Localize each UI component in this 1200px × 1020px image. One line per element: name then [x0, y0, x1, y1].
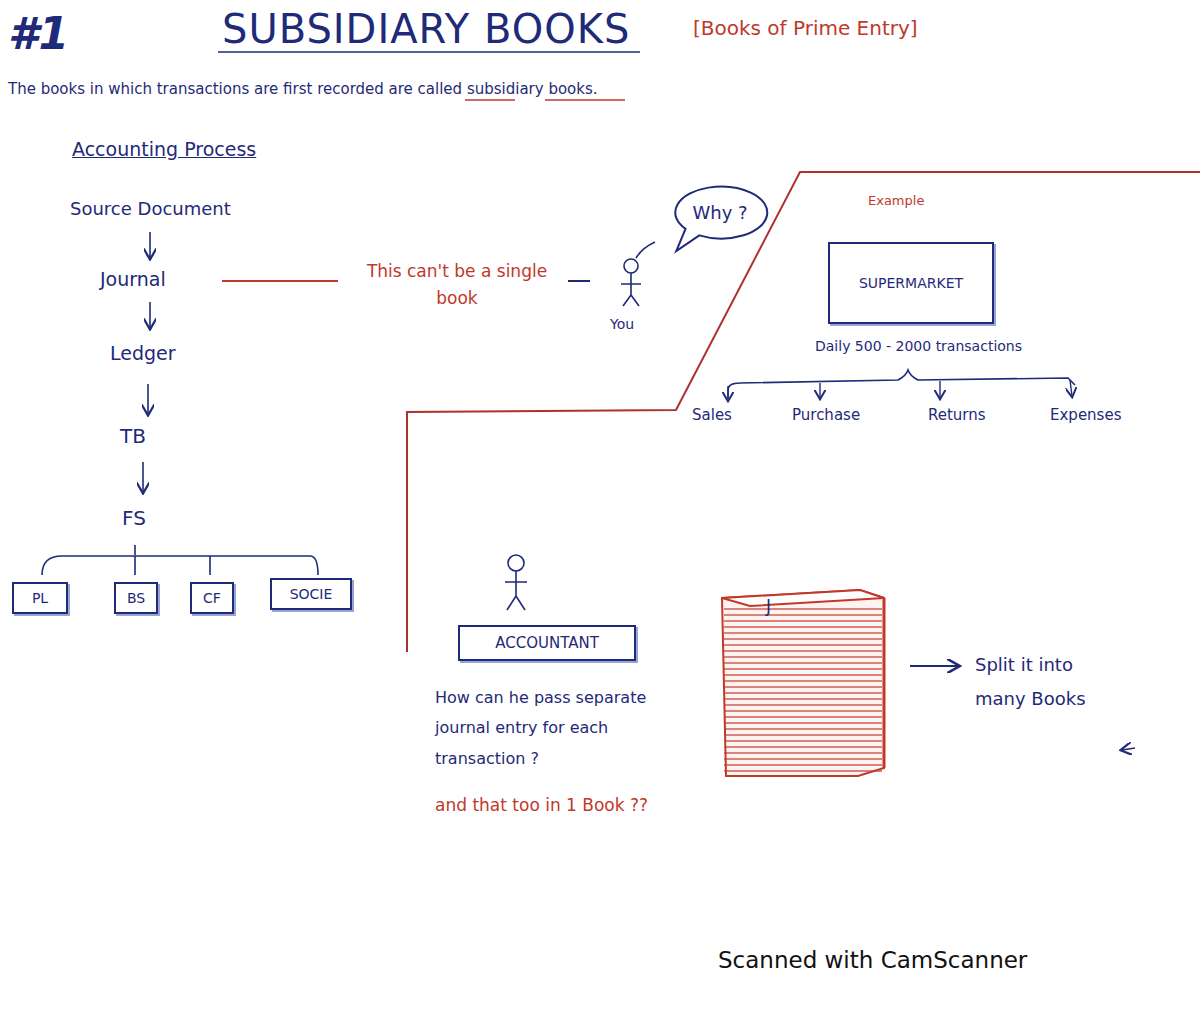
label: TB [120, 424, 146, 449]
label: How can he pass separate journal entry f… [435, 683, 700, 774]
label: Returns [928, 406, 986, 425]
label: Purchase [792, 406, 860, 425]
label-box: PL [12, 582, 68, 614]
label-box: SUPERMARKET [828, 242, 994, 324]
label: Expenses [1050, 406, 1121, 425]
label: Journal [100, 268, 166, 292]
label-box: BS [114, 582, 158, 614]
label: You [610, 316, 634, 334]
label: Example [868, 193, 924, 209]
node-text: BS [127, 590, 145, 606]
node-text: Why ? [692, 202, 747, 223]
label: and that too in 1 Book ?? [435, 795, 648, 816]
label: The books in which transactions are firs… [8, 80, 598, 99]
label: Source Document [70, 198, 231, 221]
node-text: PL [32, 590, 48, 606]
label-box: SOCIE [270, 578, 352, 610]
label: Ledger [110, 342, 176, 366]
label-box: ACCOUNTANT [458, 625, 636, 661]
label: [Books of Prime Entry] [693, 16, 918, 41]
node-text: SOCIE [290, 586, 333, 602]
node-text: SUPERMARKET [859, 275, 963, 291]
label: Sales [692, 406, 732, 425]
label: Split it into many Books [975, 648, 1115, 716]
node-text: ACCOUNTANT [495, 634, 599, 652]
label: Accounting Process [72, 138, 256, 162]
title: SUBSIDIARY BOOKS [222, 4, 630, 54]
label: J [766, 596, 771, 617]
label-box: CF [190, 582, 234, 614]
label: Daily 500 - 2000 transactions [815, 338, 1022, 356]
label: Scanned with CamScanner [718, 946, 1027, 975]
node-text: CF [203, 590, 221, 606]
speech-bubble: Why ? [672, 184, 768, 240]
label: This can't be a single book [352, 258, 562, 312]
label: #1 [8, 6, 69, 61]
label: FS [122, 506, 146, 531]
